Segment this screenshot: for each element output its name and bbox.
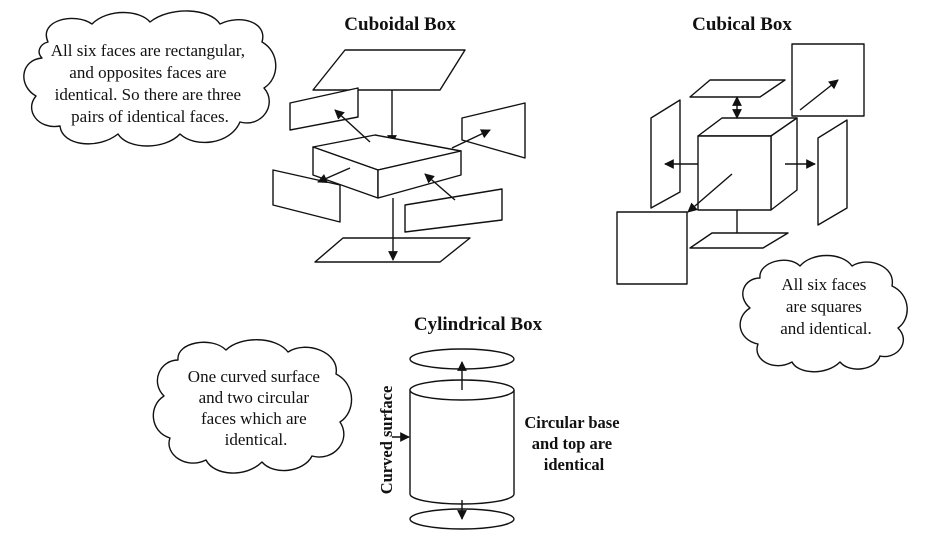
cuboid-left-back-arrow: [334, 109, 371, 143]
curved-surface-label: Curved surface: [377, 386, 396, 495]
cubical-note-cloud: All six faces are squares and identical.: [739, 254, 908, 373]
cube-center-front: [697, 135, 772, 211]
cube-bottom-face: [689, 232, 789, 249]
cubical-box-title: Cubical Box: [692, 14, 792, 35]
cuboidal-box-title: Cuboidal Box: [344, 14, 456, 35]
cuboidal-note-line: pairs of identical faces.: [71, 107, 229, 126]
cube-front-face: [616, 211, 688, 285]
cube-back-arrow: [799, 79, 839, 111]
cuboid-center-right: [377, 150, 462, 199]
cuboidal-note-line: and opposites faces are: [69, 63, 226, 82]
cylindrical-note-text: One curved surface and two circular face…: [188, 367, 324, 449]
cylindrical-note-line: identical.: [225, 430, 288, 449]
cylindrical-box-group: Cylindrical Box Curved surface Circular …: [377, 314, 623, 530]
circular-base-label-line: Circular base: [524, 413, 619, 432]
cubical-note-line: All six faces: [781, 275, 866, 294]
cuboid-right-back-face: [461, 102, 526, 159]
cuboid-right-front-arrow: [424, 173, 456, 201]
cylindrical-note-line: and two circular: [199, 388, 310, 407]
cube-back-face: [791, 43, 865, 117]
cuboidal-note-line: identical. So there are three: [55, 85, 241, 104]
cylindrical-note-cloud: One curved surface and two circular face…: [152, 339, 353, 474]
cuboidal-box-group: Cuboidal Box: [272, 14, 526, 263]
cuboid-left-front-arrow: [317, 167, 351, 183]
cuboid-right-back-arrow: [451, 129, 491, 149]
cubical-box-group: Cubical Box: [616, 14, 865, 285]
circular-base-label: Circular base and top are identical: [524, 413, 623, 474]
cuboidal-cloud-shape: [23, 10, 277, 147]
cuboid-left-back-face: [289, 87, 359, 131]
cube-right-face: [817, 119, 848, 226]
cube-top-face: [689, 79, 786, 98]
cuboid-right-front-face: [404, 188, 503, 233]
cube-left-face: [650, 99, 681, 209]
cubical-note-text: All six faces are squares and identical.: [780, 275, 872, 338]
cylindrical-box-title: Cylindrical Box: [414, 314, 543, 335]
cubical-note-line: and identical.: [780, 319, 872, 338]
cylindrical-note-line: One curved surface: [188, 367, 320, 386]
cuboidal-note-cloud: All six faces are rectangular, and oppos…: [23, 10, 277, 147]
circular-base-label-line: and top are: [532, 434, 612, 453]
cylindrical-cloud-shape: [152, 339, 353, 474]
circular-base-label-line: identical: [544, 455, 605, 474]
cuboid-top-face: [312, 49, 466, 91]
cuboidal-note-line: All six faces are rectangular,: [51, 41, 245, 60]
cuboidal-note-text: All six faces are rectangular, and oppos…: [51, 41, 250, 126]
cubical-note-line: are squares: [786, 297, 862, 316]
cylindrical-note-line: faces which are: [201, 409, 307, 428]
cubical-cloud-shape: [739, 254, 908, 373]
cylinder-body: [409, 389, 515, 505]
cube-front-arrow: [687, 173, 733, 213]
